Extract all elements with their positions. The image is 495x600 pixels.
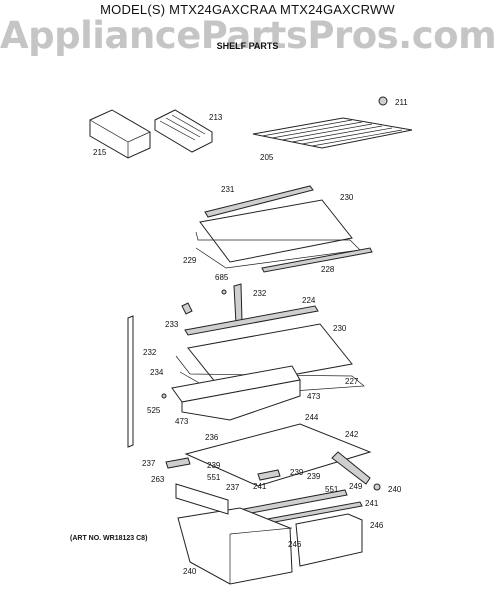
part-frame-lower [331, 451, 371, 485]
callout-label: 230 [333, 324, 347, 333]
callout-label: 525 [147, 406, 161, 415]
part-roller-249 [373, 483, 381, 491]
part-clip-473 [161, 393, 167, 399]
callout-label: 239 [307, 472, 321, 481]
art-number: (ART NO. WR18123 C8) [70, 535, 148, 542]
part-wire-shelf [252, 117, 413, 149]
part-slide-shelf [171, 365, 301, 421]
part-bracket-tall [127, 315, 134, 448]
callout-label: 246 [370, 521, 384, 530]
part-strip-228 [261, 247, 373, 273]
callout-label: 227 [345, 377, 359, 386]
callout-label: 242 [345, 430, 359, 439]
callout-label: 230 [340, 193, 354, 202]
callout-label: 231 [221, 185, 235, 194]
callout-label: 232 [253, 289, 267, 298]
callout-label: 234 [150, 368, 164, 377]
part-rail-231 [204, 185, 314, 218]
callout-labels: 211 213 215 205 231 230 229 228 685 232 … [93, 98, 408, 576]
part-glass-middle [187, 323, 353, 389]
part-frame-upper [195, 231, 361, 269]
callout-label: 244 [305, 413, 319, 422]
callout-label: 211 [395, 98, 408, 107]
callout-label: 240 [388, 485, 402, 494]
part-screw-685 [221, 289, 227, 295]
part-ice-tray [154, 109, 213, 153]
callout-label: 551 [207, 473, 221, 482]
callout-label: 239 [290, 468, 304, 477]
callout-label: 685 [215, 273, 229, 282]
part-bracket-232 [233, 283, 243, 325]
part-piece-237 [165, 457, 191, 469]
part-glass-lower [184, 423, 372, 487]
callout-label: 239 [207, 461, 221, 470]
part-rail-224 [184, 305, 319, 336]
part-crisper-right [295, 513, 363, 567]
part-side-panel [175, 483, 229, 515]
callout-label: 236 [205, 433, 219, 442]
callout-label: 240 [183, 567, 197, 576]
callout-label: 473 [307, 392, 321, 401]
callout-label: 228 [321, 265, 335, 274]
callout-label: 232 [143, 348, 157, 357]
part-clip-233 [181, 302, 193, 315]
callout-label: 237 [142, 459, 156, 468]
callout-label: 241 [365, 499, 379, 508]
callout-label: 233 [165, 320, 179, 329]
callout-label: 249 [349, 482, 363, 491]
callout-label: 263 [151, 475, 165, 484]
model-title: MODEL(S) MTX24GAXCRAA MTX24GAXCRWW [100, 2, 395, 17]
part-door-bin [89, 109, 151, 159]
callout-label: 213 [209, 113, 223, 122]
part-crisper-left [177, 507, 293, 585]
section-title: SHELF PARTS [216, 41, 279, 51]
part-piece-239 [257, 469, 281, 481]
callout-label: 241 [253, 482, 267, 491]
callout-label: 551 [325, 485, 339, 494]
callout-label: 229 [183, 256, 197, 265]
callout-label: 205 [260, 153, 274, 162]
callout-label: 473 [175, 417, 189, 426]
callout-label: 237 [226, 483, 240, 492]
callout-label: 246 [288, 540, 302, 549]
part-glass-upper [199, 199, 353, 263]
callout-label: 215 [93, 148, 107, 157]
part-knob [378, 96, 388, 106]
callout-label: 224 [302, 296, 316, 305]
